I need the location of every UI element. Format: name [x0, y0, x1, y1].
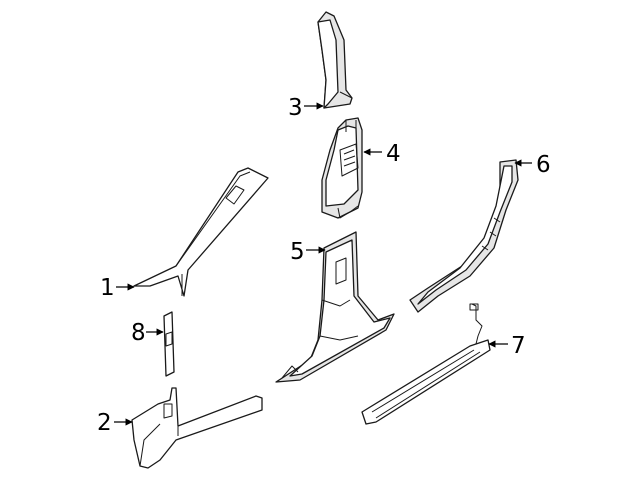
- part-6-side-trim-strip: [409, 159, 519, 313]
- callout-labels: 1 2 3 4 5 6 7 8: [97, 95, 551, 436]
- part-8-small-trim-strip: [163, 311, 175, 377]
- callout-1: 1: [100, 275, 115, 301]
- part-2-kick-panel: [131, 387, 263, 469]
- part-3-upper-pillar-trim: [317, 11, 353, 109]
- callout-6: 6: [536, 152, 551, 178]
- callout-4: 4: [386, 141, 401, 167]
- callout-5: 5: [290, 239, 305, 265]
- callout-7: 7: [511, 333, 526, 359]
- part-4-pillar-vent-panel: [321, 117, 363, 219]
- callout-2: 2: [97, 410, 112, 436]
- callout-3: 3: [288, 95, 303, 121]
- part-7-sill-scuff-plate: [361, 303, 491, 425]
- leader-arrows: [114, 102, 532, 426]
- callout-8: 8: [131, 320, 146, 346]
- part-5-lower-pillar-trim: [275, 231, 395, 383]
- part-1-a-pillar-trim: [133, 167, 269, 297]
